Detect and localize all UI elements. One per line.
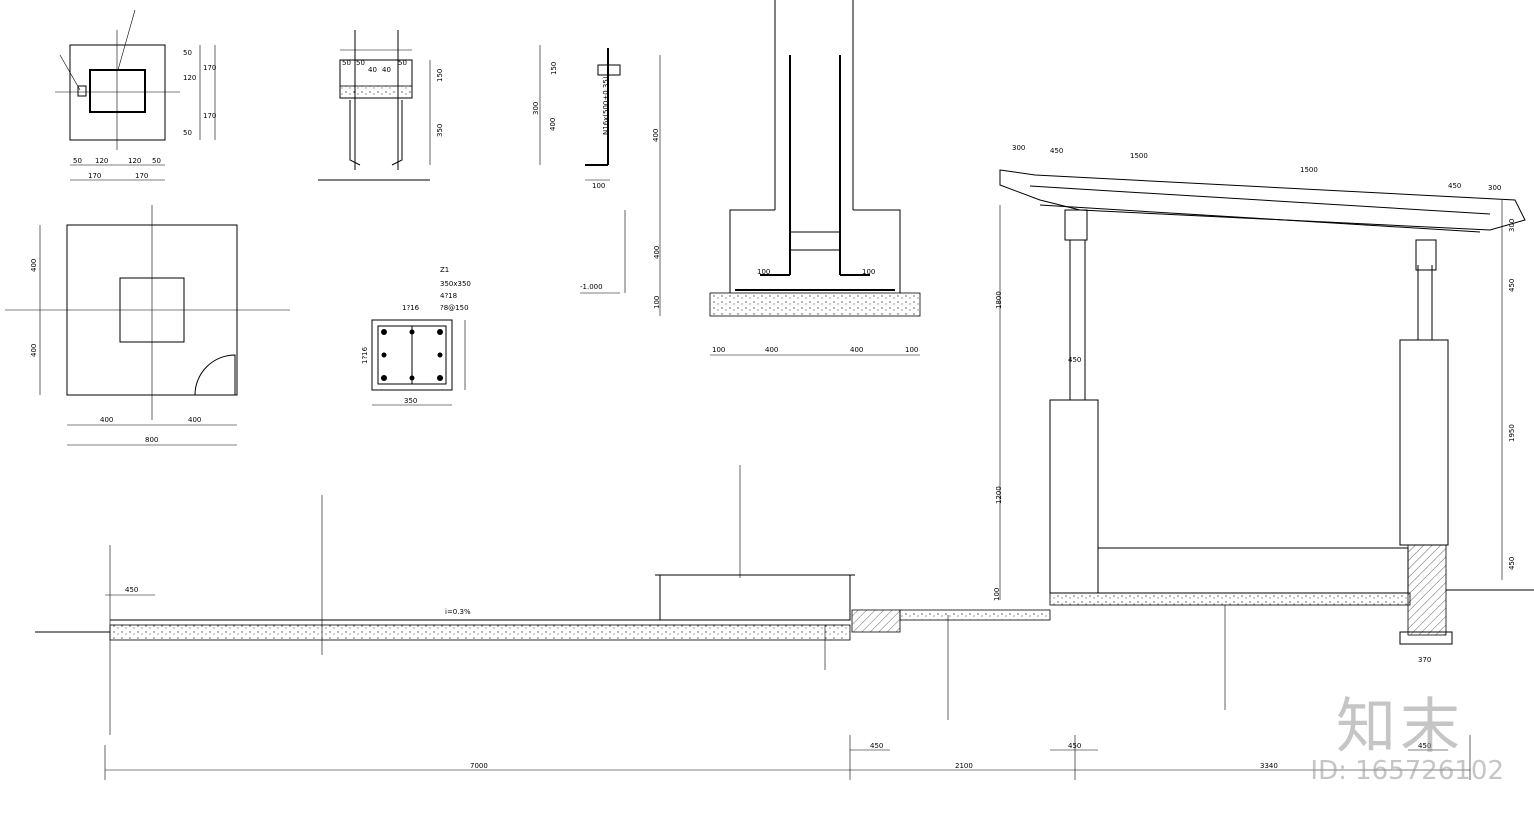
column-section: Z1 350x350 4?18 ?8@150 1?16 1?16 350 (361, 266, 471, 406)
plan-a-dim-r4: 50 (183, 129, 192, 137)
elev-left-width: 450 (125, 586, 138, 594)
anchor-dim-0: 150 (550, 62, 558, 75)
plan-a-dim-r0: 50 (183, 49, 192, 57)
elev-col-width: 450 (1068, 356, 1081, 364)
bolt-dim-2: 40 (368, 66, 377, 74)
anchor-dim-1: 300 (532, 102, 540, 115)
plan-a-dim-b2: 120 (128, 157, 141, 165)
plan-a-dim-r3: 170 (203, 112, 216, 120)
bolt-dim-4: 50 (398, 59, 407, 67)
elev-right-2: 1950 (1508, 424, 1516, 442)
bolt-detail: 50 50 40 40 50 150 350 (318, 30, 444, 181)
elev-roof-5: 300 (1488, 184, 1501, 192)
plan-a-dim-r2: 120 (183, 74, 196, 82)
elev-right-0: 300 (1508, 219, 1516, 232)
elev-roof-0: 300 (1012, 144, 1025, 152)
plan-a-footing: 50 120 120 50 170 170 50 170 120 170 50 (55, 9, 216, 181)
anchor-dim-bottom: 100 (592, 182, 605, 190)
elev-right-3: 450 (1508, 557, 1516, 570)
elev-roof-4: 450 (1448, 182, 1461, 190)
footing-dim-b2: 400 (850, 346, 863, 354)
elev-dim-1: 2100 (955, 762, 973, 770)
footing-bend-0: 100 (757, 268, 770, 276)
plan-b-dim-b0: 400 (100, 416, 113, 424)
watermark-logo: 知末 (1336, 692, 1464, 762)
footing-level: -1.000 (580, 283, 603, 291)
footing-dim-l0: 400 (652, 129, 660, 142)
elev-sub-1: 450 (1068, 742, 1081, 750)
footing-bend-1: 100 (862, 268, 875, 276)
column-size: 350x350 (440, 280, 471, 288)
footing-dim-b1: 400 (765, 346, 778, 354)
elev-dim-2: 3340 (1260, 762, 1278, 770)
elev-slope: i=0.3% (445, 608, 471, 616)
anchor-dim-2: 400 (549, 118, 557, 131)
elev-height-0: 1800 (995, 291, 1003, 309)
plan-a-dim-b3: 50 (152, 157, 161, 165)
column-stirrup: ?8@150 (440, 304, 469, 312)
plan-b-dim-total: 800 (145, 436, 158, 444)
elev-roof-3: 1500 (1300, 166, 1318, 174)
plan-a-dim-c1: 170 (135, 172, 148, 180)
bolt-dim-r1: 350 (436, 124, 444, 137)
plan-a-dim-r1: 170 (203, 64, 216, 72)
plan-a-dim-b1: 120 (95, 157, 108, 165)
column-title: Z1 (440, 266, 449, 274)
column-bars: 4?18 (440, 292, 457, 300)
anchor-detail: N16x(500+0.35) 150 300 400 100 (532, 45, 621, 190)
bolt-dim-0: 50 (342, 59, 351, 67)
plan-b-dim-b1: 400 (188, 416, 201, 424)
elev-right-base: 370 (1418, 656, 1431, 664)
footing-dim-l1: 400 (653, 246, 661, 259)
elev-dim-0: 7000 (470, 762, 488, 770)
plan-a-dim-c0: 170 (88, 172, 101, 180)
footing-dim-b0: 100 (712, 346, 725, 354)
elev-right-1: 450 (1508, 279, 1516, 292)
column-left: 1?16 (402, 304, 420, 312)
elev-roof-1: 450 (1050, 147, 1063, 155)
bolt-dim-3: 40 (382, 66, 391, 74)
elev-height-1: 1200 (995, 486, 1003, 504)
anchor-label: N16x(500+0.35) (602, 76, 610, 135)
elev-height-2: 100 (993, 588, 1001, 601)
column-side: 1?16 (361, 346, 369, 364)
footing-dim-b3: 100 (905, 346, 918, 354)
plan-b-dim-l0: 400 (30, 259, 38, 272)
column-width: 350 (404, 397, 417, 405)
plan-a-dim-b0: 50 (73, 157, 82, 165)
footing-section: 100 400 400 100 400 400 100 -1.000 100 1… (580, 0, 921, 356)
bolt-dim-1: 50 (356, 59, 365, 67)
elev-roof-2: 1500 (1130, 152, 1148, 160)
elev-sub-0: 450 (870, 742, 883, 750)
plan-b-dim-l1: 400 (30, 344, 38, 357)
footing-dim-l2: 100 (653, 296, 661, 309)
watermark-id: ID: 165726102 (1310, 756, 1504, 786)
elevation-section: i=0.3% 7000 2100 3340 450 450 450 450 30… (35, 144, 1534, 780)
bolt-dim-r0: 150 (436, 69, 444, 82)
elev-sub-2: 450 (1418, 742, 1431, 750)
plan-b-footing: 400 400 800 400 400 (5, 205, 290, 446)
